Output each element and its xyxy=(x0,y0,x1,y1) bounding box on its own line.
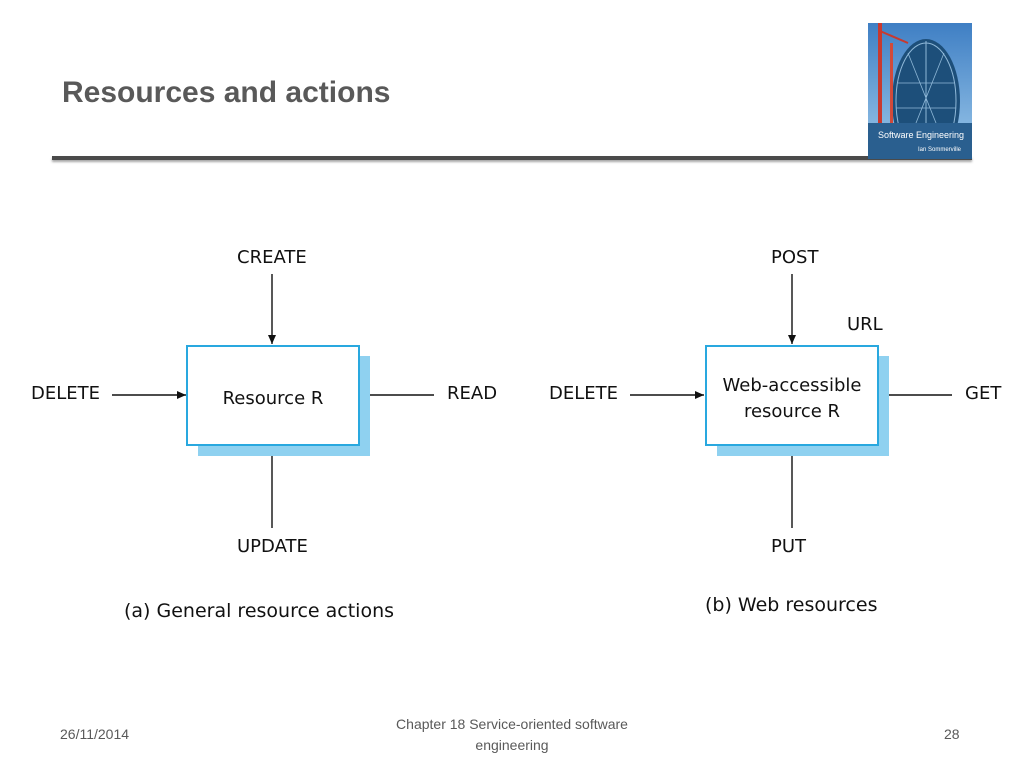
web-resource-line1: Web-accessible xyxy=(722,375,862,396)
slide-title: Resources and actions xyxy=(62,76,391,109)
footer-chapter-line1: Chapter 18 Service-oriented software xyxy=(396,716,628,732)
footer-chapter-line2: engineering xyxy=(475,737,549,753)
footer-chapter: Chapter 18 Service-oriented software eng… xyxy=(362,714,662,756)
footer-date: 26/11/2014 xyxy=(60,726,130,742)
building-photo-icon xyxy=(868,23,972,159)
label-read: READ xyxy=(447,383,498,404)
resource-box xyxy=(186,345,360,446)
label-delete-a: DELETE xyxy=(31,383,101,404)
title-divider xyxy=(52,156,972,160)
label-post: POST xyxy=(771,247,819,268)
label-delete-b: DELETE xyxy=(549,383,619,404)
web-resource-box xyxy=(705,345,879,446)
label-url: URL xyxy=(847,314,883,335)
label-update: UPDATE xyxy=(237,536,308,557)
caption-b: (b) Web resources xyxy=(705,594,878,616)
cover-author: Ian Sommerville xyxy=(918,147,962,153)
caption-a: (a) General resource actions xyxy=(124,600,395,622)
resource-box-label: Resource R xyxy=(222,388,324,409)
cover-title: Software Engineering xyxy=(878,130,965,140)
label-put: PUT xyxy=(771,536,807,557)
label-get: GET xyxy=(965,383,1002,404)
label-create: CREATE xyxy=(237,247,307,268)
web-resource-box-label: Web-accessible resource R xyxy=(705,373,879,425)
book-cover-image: Software Engineering Ian Sommerville xyxy=(868,23,972,159)
web-resource-line2: resource R xyxy=(743,401,841,422)
footer-page-number: 28 xyxy=(944,726,960,742)
